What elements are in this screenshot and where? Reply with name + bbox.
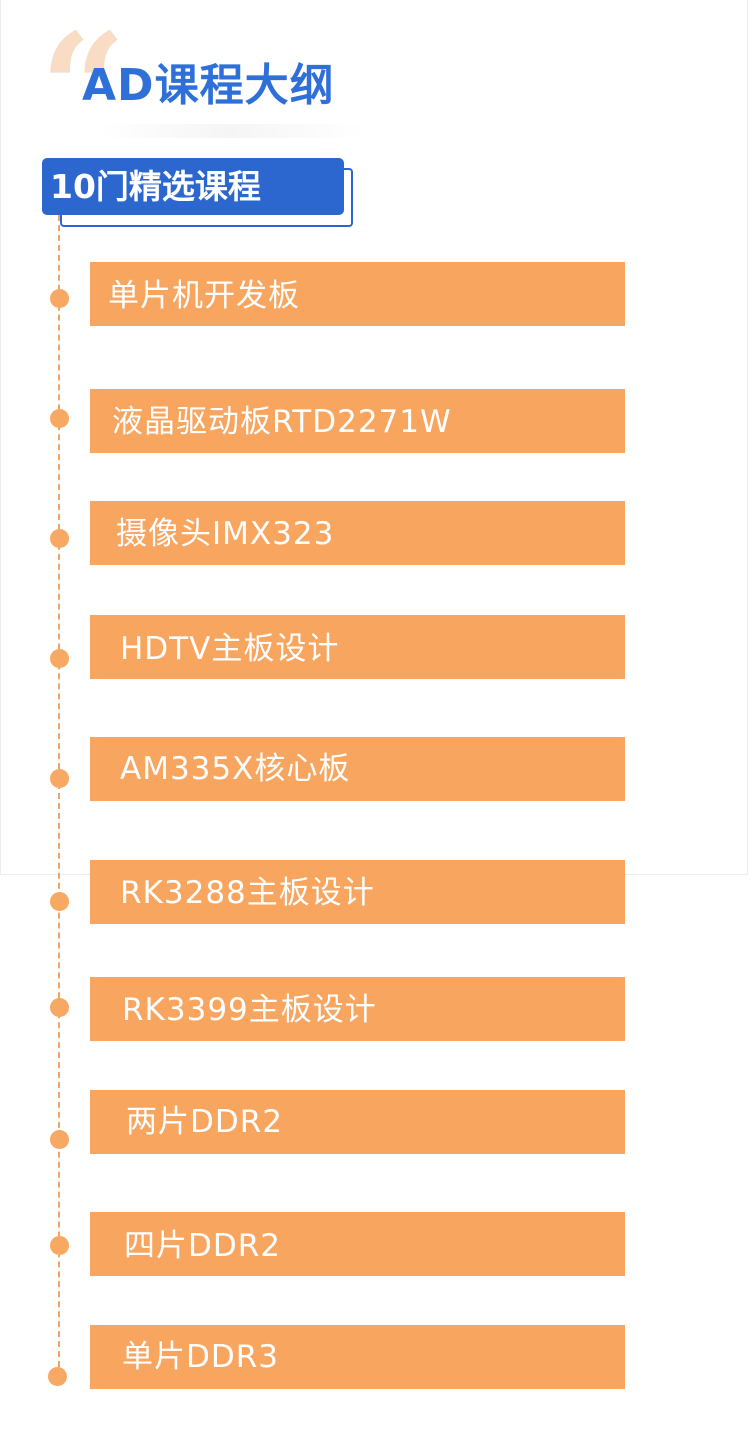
timeline-line (58, 215, 60, 1377)
course-item-label: AM335X核心板 (120, 751, 351, 787)
course-item-label: 液晶驱动板RTD2271W (112, 404, 452, 440)
timeline-dot (50, 892, 69, 911)
course-item (90, 389, 625, 453)
course-count-label: 10门精选课程 (50, 167, 261, 206)
timeline-dot (50, 769, 69, 788)
page-title: AD课程大纲 (82, 60, 335, 111)
quote-mark-icon: “ (40, 1, 127, 177)
timeline-dot (48, 1367, 67, 1386)
course-item-label: RK3288主板设计 (120, 875, 375, 911)
course-item-label: 两片DDR2 (126, 1104, 284, 1140)
timeline-dot (50, 289, 69, 308)
course-item (90, 615, 625, 679)
course-item-label: 单片DDR3 (122, 1339, 280, 1375)
timeline-dot (50, 409, 69, 428)
course-item-label: RK3399主板设计 (122, 992, 377, 1028)
course-item (90, 1325, 625, 1389)
timeline-dot (50, 998, 69, 1017)
course-item (90, 1090, 625, 1154)
course-count-badge (42, 158, 344, 215)
timeline-dot (50, 529, 69, 548)
course-item-label: 单片机开发板 (108, 278, 300, 314)
course-item (90, 737, 625, 801)
timeline-dot (50, 649, 69, 668)
course-item-label: 摄像头IMX323 (116, 516, 335, 552)
timeline-dot (50, 1236, 69, 1255)
course-item (90, 501, 625, 565)
course-item (90, 977, 625, 1041)
course-item (90, 1212, 625, 1276)
course-item (90, 860, 625, 924)
title-shadow-divider (96, 124, 366, 138)
course-item-label: 四片DDR2 (124, 1228, 282, 1264)
course-item-label: HDTV主板设计 (120, 631, 340, 667)
timeline-dot (50, 1130, 69, 1149)
course-item (90, 262, 625, 326)
